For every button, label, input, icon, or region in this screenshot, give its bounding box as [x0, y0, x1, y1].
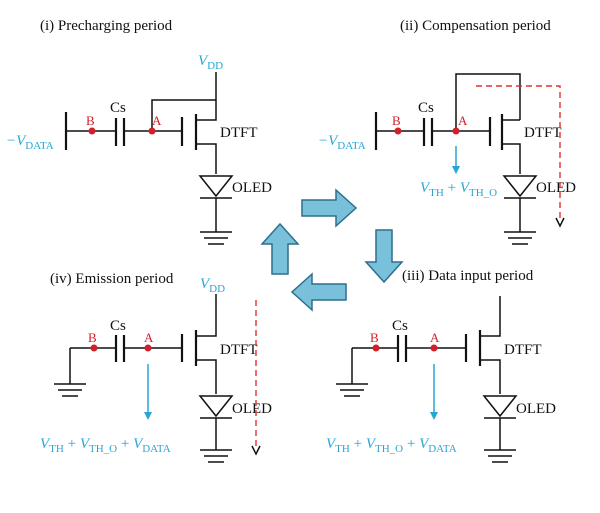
- tft-label-iii: DTFT: [504, 342, 542, 358]
- panel-data-input: (iii) Data input period Cs B A DTFT OLED…: [326, 268, 556, 463]
- tft-label-ii: DTFT: [524, 125, 562, 141]
- node-b-label-ii: B: [392, 113, 401, 128]
- eq-ii: VTH + VTH_O: [420, 180, 497, 199]
- node-b-dot-ii: [394, 127, 402, 135]
- capacitor-iii: [396, 335, 408, 362]
- node-b-label-iv: B: [88, 330, 97, 345]
- signal-arrowhead-iv: [144, 412, 152, 420]
- tft-sd-iv: [196, 332, 217, 394]
- oled-i: [198, 175, 234, 198]
- tft-sd-i: [196, 112, 217, 174]
- ground-iv: [200, 449, 232, 463]
- cap-label-i: Cs: [110, 100, 126, 116]
- ground-left-iv: [54, 383, 86, 397]
- node-a-dot-iii: [430, 344, 438, 352]
- diode-wire-ii: [455, 73, 521, 131]
- arrow-down-icon: [364, 229, 404, 284]
- oled-label-iv: OLED: [232, 401, 272, 417]
- diode-wire-i: [151, 99, 216, 132]
- flow-dash-ii: [476, 85, 561, 222]
- node-a-dot-iv: [144, 344, 152, 352]
- eq-iii: VTH + VTH_O + VDATA: [326, 436, 457, 455]
- input-label-ii: −VDATA: [318, 133, 366, 152]
- oled-label-i: OLED: [232, 180, 272, 196]
- node-b-dot-iv: [90, 344, 98, 352]
- node-b-dot-iii: [372, 344, 380, 352]
- oled-iv: [198, 395, 234, 418]
- flow-arrowhead-iv: [251, 445, 261, 456]
- arrow-right-icon: [301, 188, 358, 228]
- oled-cathode-iii: [484, 417, 516, 450]
- signal-arrowhead-iii: [430, 412, 438, 420]
- node-a-label-iii: A: [430, 330, 440, 345]
- vdd-label-i: VDD: [198, 53, 223, 72]
- cap-label-iii: Cs: [392, 318, 408, 334]
- node-b-label-iii: B: [370, 330, 379, 345]
- node-a-label-ii: A: [458, 113, 468, 128]
- signal-arrowhead-ii: [452, 166, 460, 174]
- tft-sd-iii: [480, 332, 501, 394]
- panel-precharging: (i) Precharging period VDD −VDATA Cs B A…: [6, 18, 272, 245]
- title-emission: (iv) Emission period: [50, 271, 174, 287]
- title-compensation: (ii) Compensation period: [400, 18, 551, 34]
- tft-label-i: DTFT: [220, 125, 258, 141]
- cap-label-ii: Cs: [418, 100, 434, 116]
- oled-label-iii: OLED: [516, 401, 556, 417]
- eq-iv: VTH + VTH_O + VDATA: [40, 436, 171, 455]
- ground-iii: [484, 449, 516, 463]
- node-b-dot-i: [88, 127, 96, 135]
- ground-ii: [504, 231, 536, 245]
- tft-label-iv: DTFT: [220, 342, 258, 358]
- title-precharging: (i) Precharging period: [40, 18, 173, 34]
- oled-iii: [482, 395, 518, 418]
- node-a-label-i: A: [152, 113, 162, 128]
- vdd-label-iv: VDD: [200, 276, 225, 295]
- tft-sd-ii: [502, 119, 521, 174]
- ground-i: [200, 231, 232, 245]
- cycle-arrows: [260, 188, 404, 312]
- ground-left-iii: [336, 383, 368, 397]
- node-a-dot-ii: [452, 127, 460, 135]
- input-label-i: −VDATA: [6, 133, 54, 152]
- capacitor-i: [114, 118, 126, 146]
- capacitor-ii: [422, 118, 434, 146]
- panel-emission: (iv) Emission period VDD Cs B A DTFT OLE…: [40, 271, 272, 463]
- flow-arrowhead-ii: [555, 217, 565, 228]
- cap-label-iv: Cs: [110, 318, 126, 334]
- node-a-label-iv: A: [144, 330, 154, 345]
- arrow-up-icon: [260, 222, 300, 275]
- oled-ii: [502, 175, 538, 198]
- arrow-left-icon: [290, 272, 347, 312]
- panel-compensation: (ii) Compensation period −VDATA Cs B A D…: [318, 18, 576, 245]
- title-data-input: (iii) Data input period: [402, 268, 534, 284]
- capacitor-iv: [114, 335, 126, 362]
- oled-cathode-ii: [504, 197, 536, 232]
- node-b-label-i: B: [86, 113, 95, 128]
- oled-label-ii: OLED: [536, 180, 576, 196]
- oled-cathode-iv: [200, 417, 232, 450]
- node-a-dot-i: [148, 127, 156, 135]
- oled-cathode-i: [200, 197, 232, 232]
